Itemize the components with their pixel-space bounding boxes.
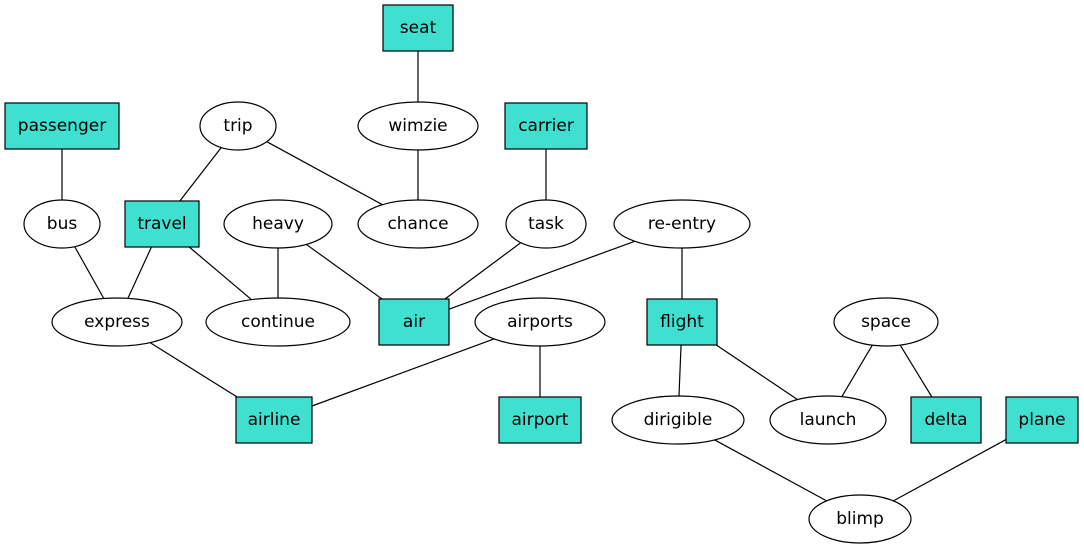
node-ellipse-bus bbox=[23, 199, 101, 249]
node-airports: airports bbox=[474, 297, 606, 347]
node-air: air bbox=[378, 298, 450, 346]
edge-bus-express bbox=[74, 246, 105, 299]
node-box-travel bbox=[124, 200, 200, 248]
node-task: task bbox=[505, 199, 587, 249]
edge-travel-continue bbox=[188, 246, 252, 301]
node-label-airport: airport bbox=[512, 410, 569, 430]
node-label-airline: airline bbox=[248, 410, 301, 430]
node-label-trip: trip bbox=[223, 116, 252, 136]
edge-space-launch bbox=[841, 344, 873, 397]
node-travel: travel bbox=[124, 200, 200, 248]
node-label-chance: chance bbox=[387, 214, 448, 234]
edge-express-airline bbox=[149, 342, 238, 398]
node-box-airline bbox=[235, 396, 313, 444]
node-ellipse-space bbox=[833, 297, 939, 347]
node-space: space bbox=[833, 297, 939, 347]
edge-task-air bbox=[444, 242, 522, 300]
node-label-space: space bbox=[861, 312, 911, 332]
edge-flight-launch bbox=[715, 344, 798, 401]
node-ellipse-airports bbox=[474, 297, 606, 347]
node-delta: delta bbox=[910, 396, 982, 444]
node-ellipse-wimzie bbox=[357, 101, 479, 151]
node-label-continue: continue bbox=[241, 312, 315, 332]
node-label-blimp: blimp bbox=[836, 509, 884, 529]
node-label-travel: travel bbox=[137, 214, 186, 234]
node-dirigible: dirigible bbox=[611, 395, 745, 445]
edge-layer bbox=[61, 51, 1007, 502]
node-box-flight bbox=[646, 298, 718, 346]
edge-flight-dirigible bbox=[678, 344, 682, 397]
node-box-passenger bbox=[4, 102, 120, 150]
edge-trip-chance bbox=[266, 141, 383, 206]
node-airline: airline bbox=[235, 396, 313, 444]
node-label-express: express bbox=[84, 312, 150, 332]
node-label-dirigible: dirigible bbox=[644, 410, 713, 430]
node-label-launch: launch bbox=[800, 410, 857, 430]
node-ellipse-express bbox=[51, 297, 183, 347]
edge-trip-travel bbox=[179, 147, 222, 202]
node-label-airports: airports bbox=[507, 312, 573, 332]
edge-reentry-air bbox=[448, 240, 635, 310]
node-blimp: blimp bbox=[808, 494, 912, 544]
node-box-airport bbox=[498, 396, 582, 444]
node-label-seat: seat bbox=[400, 18, 437, 38]
edge-airports-airline bbox=[311, 338, 495, 407]
node-ellipse-heavy bbox=[223, 199, 333, 249]
node-label-carrier: carrier bbox=[518, 116, 574, 136]
node-ellipse-chance bbox=[357, 199, 479, 249]
node-ellipse-reentry bbox=[613, 199, 751, 249]
node-reentry: re-entry bbox=[613, 199, 751, 249]
edge-heavy-air bbox=[305, 243, 383, 300]
node-heavy: heavy bbox=[223, 199, 333, 249]
node-bus: bus bbox=[23, 199, 101, 249]
node-chance: chance bbox=[357, 199, 479, 249]
node-plane: plane bbox=[1005, 396, 1079, 444]
node-label-delta: delta bbox=[924, 410, 967, 430]
edge-travel-express bbox=[127, 246, 152, 299]
node-carrier: carrier bbox=[504, 102, 588, 150]
node-label-flight: flight bbox=[660, 312, 704, 332]
node-label-wimzie: wimzie bbox=[388, 116, 447, 136]
node-label-passenger: passenger bbox=[18, 116, 106, 136]
node-continue: continue bbox=[205, 297, 351, 347]
node-label-plane: plane bbox=[1018, 410, 1065, 430]
node-ellipse-dirigible bbox=[611, 395, 745, 445]
node-box-carrier bbox=[504, 102, 588, 150]
edge-dirigible-blimp bbox=[714, 439, 827, 502]
node-ellipse-continue bbox=[205, 297, 351, 347]
node-label-heavy: heavy bbox=[252, 214, 304, 234]
node-box-air bbox=[378, 298, 450, 346]
node-label-task: task bbox=[528, 214, 564, 234]
node-box-delta bbox=[910, 396, 982, 444]
node-ellipse-launch bbox=[769, 395, 887, 445]
node-passenger: passenger bbox=[4, 102, 120, 150]
node-launch: launch bbox=[769, 395, 887, 445]
node-ellipse-blimp bbox=[808, 494, 912, 544]
edge-plane-blimp bbox=[893, 439, 1007, 502]
edge-space-delta bbox=[899, 344, 933, 398]
node-layer: seat passenger trip wimzie carrier bus travel h… bbox=[4, 4, 1079, 544]
node-trip: trip bbox=[199, 101, 277, 151]
node-box-plane bbox=[1005, 396, 1079, 444]
node-airport: airport bbox=[498, 396, 582, 444]
node-flight: flight bbox=[646, 298, 718, 346]
node-label-reentry: re-entry bbox=[648, 214, 716, 234]
node-label-bus: bus bbox=[47, 214, 78, 234]
node-seat: seat bbox=[382, 4, 454, 52]
node-box-seat bbox=[382, 4, 454, 52]
node-label-air: air bbox=[403, 312, 425, 332]
node-express: express bbox=[51, 297, 183, 347]
node-ellipse-trip bbox=[199, 101, 277, 151]
node-ellipse-task bbox=[505, 199, 587, 249]
node-wimzie: wimzie bbox=[357, 101, 479, 151]
